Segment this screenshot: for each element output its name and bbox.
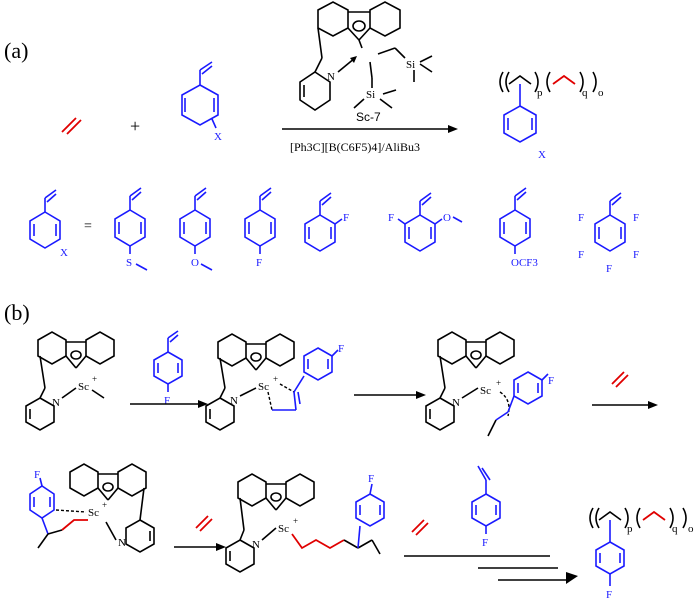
copolymer-product-b: p q o F (589, 507, 694, 601)
pf-f3: F (578, 249, 584, 261)
species5-f: F (368, 473, 374, 485)
polymer-subscript-p: p (537, 87, 543, 99)
variant-label-ortho-f: F (343, 212, 349, 224)
species4-f: F (34, 469, 40, 481)
generic-substituent-x: X (60, 247, 68, 259)
species3-sc: Sc (480, 385, 491, 397)
species5-charge: + (293, 516, 298, 526)
species1-charge: + (92, 374, 97, 384)
polymer-subscript-o: o (598, 87, 604, 99)
species-pi-complex: N Sc + F (205, 333, 344, 431)
species3-charge: + (496, 378, 501, 388)
equals-sign: = (84, 219, 92, 234)
species4-sc: Sc (88, 507, 99, 519)
p-fluorostyrene-b1: F (153, 330, 183, 407)
cocatalyst-label: [Ph3C][B(C6F5)4]/AliBu3 (290, 140, 420, 154)
ethylene-b3 (611, 371, 629, 388)
species4-charge: + (102, 500, 107, 510)
species4-n: N (118, 537, 126, 549)
polymer-b-f: F (606, 589, 612, 601)
catalyst-name: Sc-7 (356, 110, 381, 124)
multi-arrow-b5 (404, 555, 578, 584)
pf-f4: F (633, 249, 639, 261)
polymer-substituent-x: X (538, 149, 546, 161)
species2-n: N (230, 395, 238, 407)
species3-f: F (548, 375, 554, 387)
catalyst-sc7-structure: N Si Si (299, 1, 433, 111)
polymer-b-p: p (627, 523, 633, 535)
pf-f1: F (578, 212, 584, 224)
ethylene-monomer (61, 117, 82, 135)
species2-f: F (338, 343, 344, 355)
styrene-variant-sme: S (114, 187, 148, 271)
species-insertion-chelate: N Sc + F (425, 331, 554, 437)
species5-sc: Sc (278, 523, 289, 535)
b5-f: F (482, 537, 488, 549)
catalyst-si-atom-2: Si (366, 89, 375, 101)
species1-sc: Sc (78, 381, 89, 393)
ethylene-b4 (195, 515, 213, 532)
b1-f: F (164, 395, 170, 407)
species2-charge: + (273, 374, 278, 384)
variant-label-s: S (126, 257, 132, 269)
polymer-b-o: o (688, 523, 694, 535)
monomer-substituent-x: X (214, 131, 222, 143)
ethylene-b5 (411, 519, 429, 536)
styrene-variant-ome: O (179, 187, 213, 271)
species3-n: N (452, 397, 460, 409)
arrow-b4 (174, 543, 226, 551)
polymer-subscript-q: q (582, 87, 588, 99)
species1-n: N (52, 397, 60, 409)
arrow-b1 (130, 400, 208, 408)
species5-n: N (252, 539, 260, 551)
arrow-b2 (354, 391, 426, 399)
pf-f2: F (633, 212, 639, 224)
copolymer-product-a: p q o X (499, 71, 604, 161)
polymer-b-q: q (672, 523, 678, 535)
styrene-variant-pentafluoro: F F F F F (578, 192, 639, 275)
species-ethylene-inserted: F Sc + N (29, 463, 155, 553)
variant-label-ocf3: OCF3 (511, 257, 538, 269)
variant-label-f: F (388, 212, 394, 224)
styrene-variant-para-f: F (244, 187, 276, 269)
styrene-variant-f-ome: F O (388, 192, 463, 252)
species-sc-methyl: N Sc + (25, 331, 115, 431)
styrene-variant-ortho-f: F (304, 192, 349, 252)
styrene-monomer: X (181, 61, 222, 143)
species2-sc: Sc (258, 381, 269, 393)
variant-label-o: O (191, 257, 199, 269)
generic-styrene: X (29, 189, 68, 259)
catalyst-si-atom-1: Si (406, 59, 415, 71)
variant-label-para-f: F (256, 257, 262, 269)
species-growing-chain: N Sc + F (225, 473, 385, 573)
catalyst-n-atom: N (327, 71, 335, 83)
reaction-arrow-a (282, 125, 458, 133)
styrene-variant-ocf3: OCF3 (499, 187, 538, 269)
panel-b-label: (b) (4, 300, 30, 325)
p-fluorostyrene-b5: F (471, 465, 501, 549)
pf-f5: F (606, 263, 612, 275)
plus-sign: + (130, 116, 140, 136)
arrow-b3 (592, 401, 658, 409)
panel-a-label: (a) (4, 38, 28, 63)
variant-label-o2: O (443, 212, 451, 224)
